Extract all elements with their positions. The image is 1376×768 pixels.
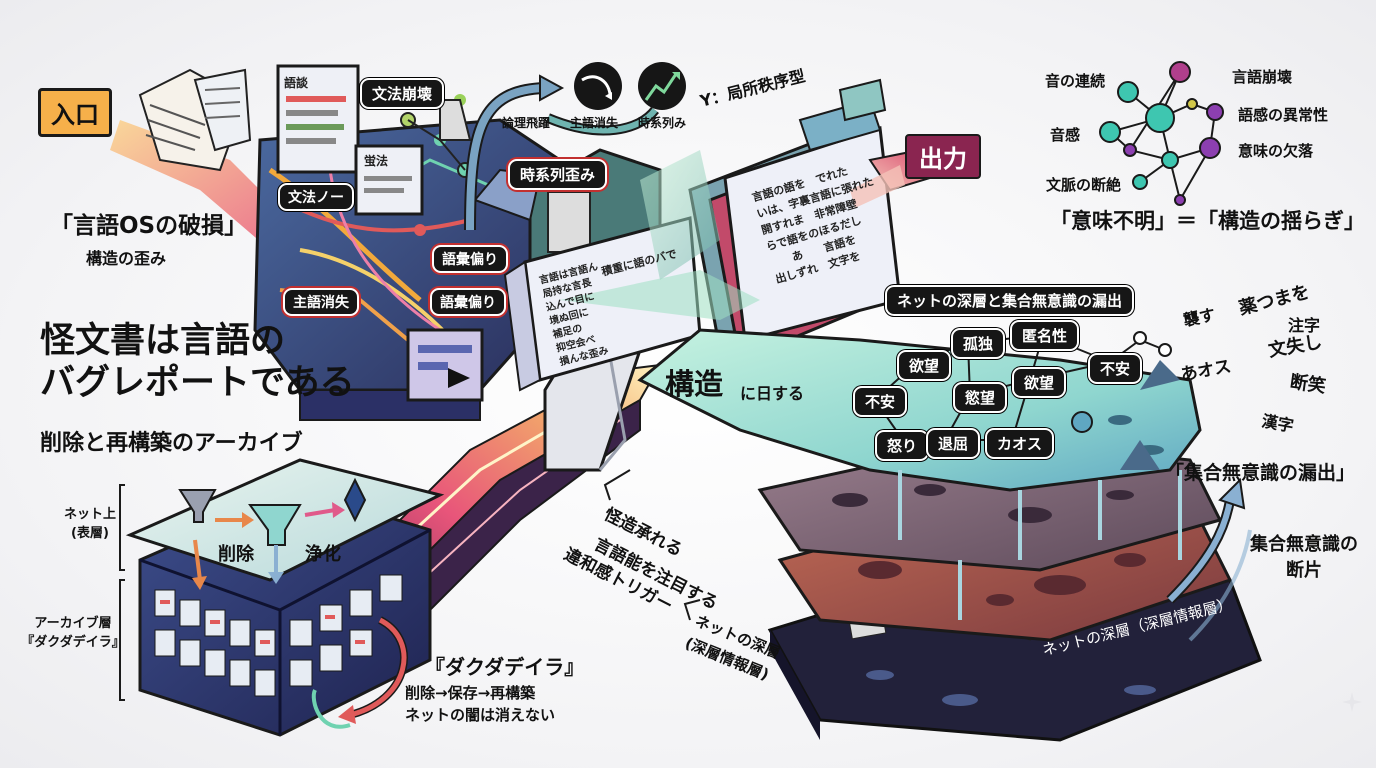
doc-snippet-a: 語談	[284, 76, 309, 90]
tag-vocab-bias-1: 語彙偏り	[432, 245, 508, 273]
net-node-context-break: 文脈の断絶	[1046, 176, 1122, 194]
top-icons	[574, 62, 686, 110]
scatter-text-3: 注字	[1288, 316, 1321, 335]
input-stream	[110, 68, 300, 250]
fragment-arrows	[1166, 477, 1252, 642]
scatter-text-6: 断笑	[1288, 371, 1328, 398]
emotion-anxiety-1: 不安	[853, 386, 908, 417]
top-flow-arrows	[464, 74, 659, 231]
archive-note-line: ネットの闇は消えない	[405, 706, 556, 724]
sparkle-icon	[1342, 692, 1362, 712]
archive-name: 『ダクダデイラ』	[425, 655, 585, 679]
leak-header: ネットの深層と集合無意識の漏出	[885, 285, 1135, 316]
entry-label: 入口	[38, 88, 112, 137]
net-node-sound-feel: 音感	[1050, 126, 1081, 144]
os-break-label: 「言語OSの破損」	[50, 213, 248, 239]
language-network	[1099, 61, 1224, 206]
archive-layer-label: アーカイブ層 『ダクダデイラ』	[21, 616, 125, 650]
annotation-brackets	[603, 469, 701, 621]
output-label: 出力	[905, 134, 981, 179]
doc-snippet-b: 蛍法	[364, 154, 389, 168]
teal-glow	[560, 150, 760, 320]
fragment-label: 集合無意識の断片	[1250, 534, 1358, 581]
delete-label: 削除	[218, 544, 254, 565]
net-surface-label: ネット上 (表層)	[63, 507, 116, 541]
icon-caption-timeline: 時系列み	[638, 116, 687, 130]
archive-process-line: 削除→保存→再構築	[405, 684, 536, 702]
tag-grammar-no: 文法ノー	[278, 183, 354, 211]
emotion-boredom: 退屈	[926, 428, 981, 459]
net-node-sense-abnormal: 語感の異常性	[1238, 106, 1329, 124]
icon-caption-subject: 主語消失	[570, 116, 619, 130]
os-break-sub: 構造の歪み	[86, 249, 167, 268]
icon-caption-logic: 論理飛躍	[502, 116, 551, 130]
emotion-desire-3: 慾望	[953, 382, 1008, 413]
emotion-anger: 怒り	[875, 430, 930, 461]
net-node-sound-continuity: 音の連続	[1045, 72, 1106, 90]
emotion-isolation: 孤独	[951, 328, 1006, 359]
page-title-line2: バグレポートである	[40, 363, 355, 403]
emotion-anonymity: 匿名性	[1010, 320, 1080, 351]
purify-label: 浄化	[305, 544, 341, 565]
network-caption: 「意味不明」＝「構造の揺らぎ」	[1050, 209, 1365, 233]
emotion-anxiety-2: 不安	[1088, 353, 1143, 384]
tag-subject-loss: 主語消失	[283, 288, 359, 316]
structure-caption-suffix: に日する	[740, 384, 805, 403]
emotion-desire-2: 欲望	[1012, 367, 1067, 398]
tag-vocab-bias-2: 語彙偏り	[430, 288, 506, 316]
leak-quote: 「集合無意識の漏出」	[1165, 462, 1356, 484]
page-title-line1: 怪文書は言語の	[40, 321, 286, 361]
tag-grammar-collapse: 文法崩壊	[360, 78, 445, 109]
page-subtitle: 削除と再構築のアーカイブ	[40, 431, 303, 456]
net-node-language-collapse: 言語崩壊	[1232, 68, 1293, 86]
emotion-desire-1: 欲望	[897, 350, 952, 381]
net-node-meaning-missing: 意味の欠落	[1238, 142, 1314, 160]
right-document-stack	[688, 78, 902, 363]
structure-caption-main: 構造	[665, 367, 724, 401]
tag-timeline-distortion: 時系列歪み	[508, 159, 608, 190]
archive-box	[119, 458, 445, 737]
emotion-chaos: カオス	[985, 428, 1055, 459]
